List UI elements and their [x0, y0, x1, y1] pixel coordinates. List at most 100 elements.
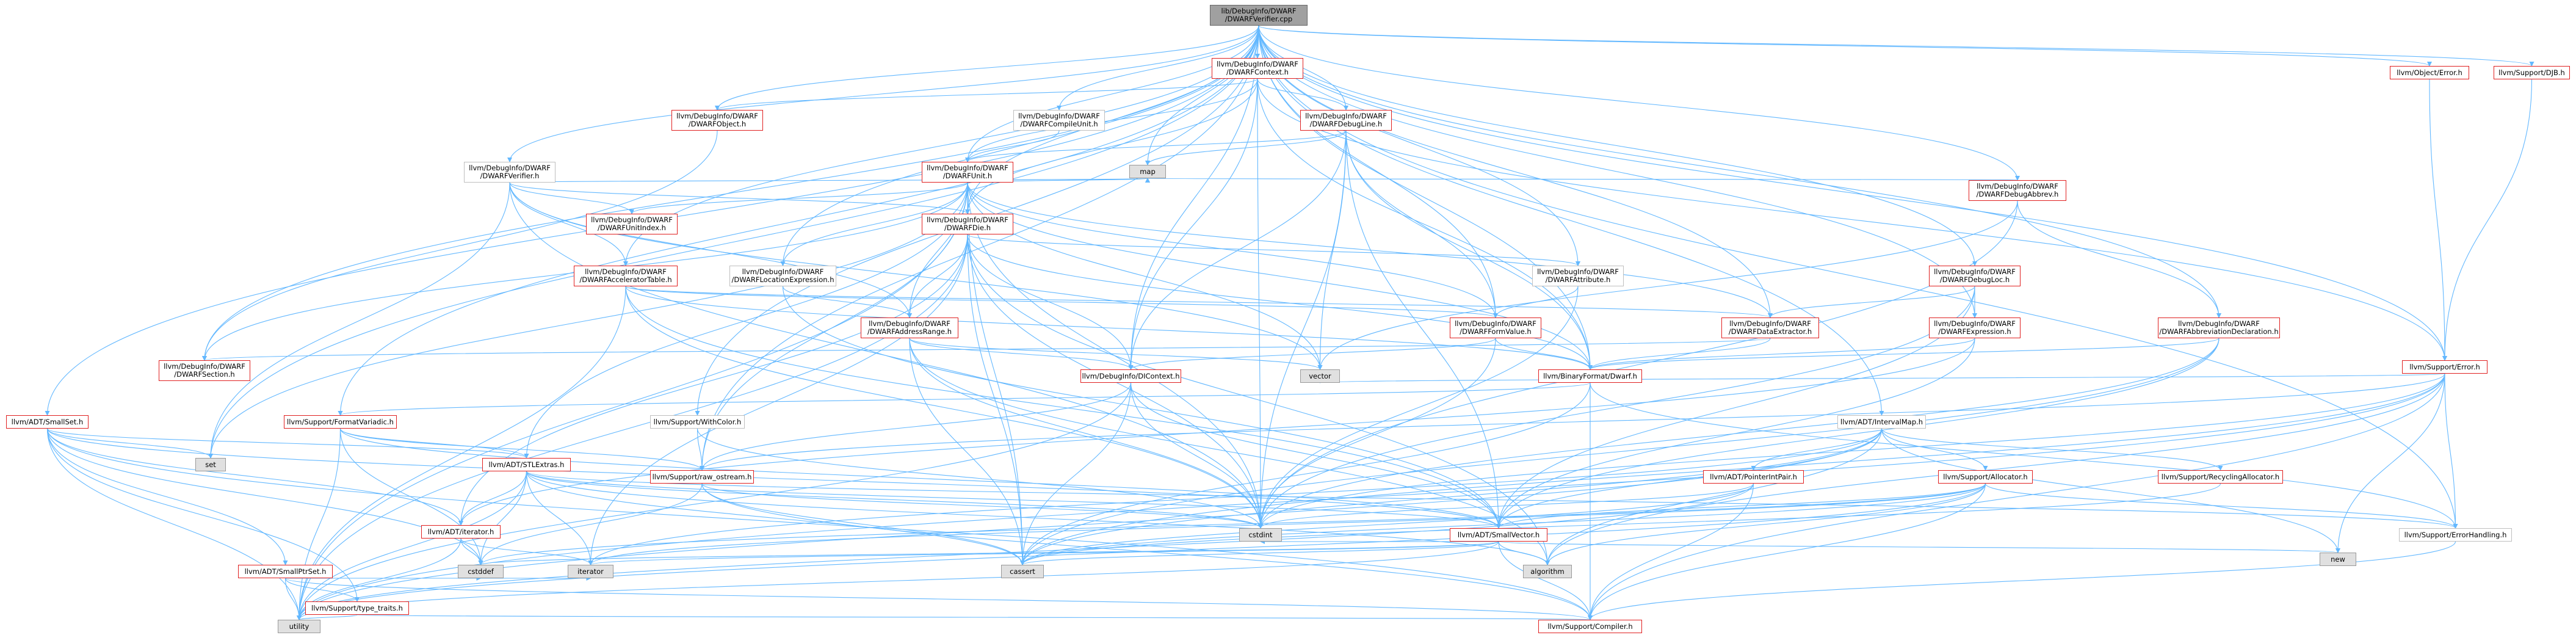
graph-node-dwarfcompileunit-h[interactable]: llvm/DebugInfo/DWARF /DWARFCompileUnit.h: [1013, 110, 1105, 131]
dependency-edge-root-to-std_set: [208, 25, 1259, 459]
dependency-edge-dwarf_context-to-dwarf_object: [715, 78, 1258, 111]
dependency-edge-dwarf_unit-to-dwarf_unitindex: [629, 182, 968, 214]
graph-node-dwarfformvalue-h[interactable]: llvm/DebugInfo/DWARF /DWARFFormValue.h: [1450, 318, 1541, 338]
dependency-edge-dwarf_debugabbrev-to-std_vector: [1317, 200, 2018, 370]
dependency-edge-dwarf_debugline-to-std_vector: [1317, 130, 1347, 370]
graph-node-dwarfunitindex-h[interactable]: llvm/DebugInfo/DWARF /DWARFUnitIndex.h: [586, 214, 678, 234]
dependency-edge-support_formatvariadic-to-support_raw_ostream: [339, 428, 704, 471]
graph-node-support-djb-h[interactable]: llvm/Support/DJB.h: [2494, 66, 2570, 79]
dependency-edge-adt_stlextras-to-std_cstdint: [526, 471, 1263, 529]
graph-node-dwarfobject-h[interactable]: llvm/DebugInfo/DWARF /DWARFObject.h: [671, 110, 763, 131]
graph-node-dwarfaddressrange-h[interactable]: llvm/DebugInfo/DWARF /DWARFAddressRange.…: [861, 318, 958, 338]
dependency-edge-adt_intervalmap-to-adt_pointerintpair: [1751, 428, 1883, 471]
dependency-edge-adt_intervalmap-to-std_new: [1881, 428, 2340, 553]
graph-node-std-utility[interactable]: utility: [278, 620, 320, 633]
graph-node-support-error-h[interactable]: llvm/Support/Error.h: [2402, 360, 2487, 374]
dependency-edge-dwarf_context-to-dwarf_unit: [965, 78, 1258, 162]
graph-node-dwarfdataextractor-h[interactable]: llvm/DebugInfo/DWARF /DWARFDataExtractor…: [1721, 318, 1819, 338]
graph-node-std-vector[interactable]: vector: [1300, 369, 1340, 383]
graph-node-support-recyclingallocator-h[interactable]: llvm/Support/RecyclingAllocator.h: [2158, 470, 2283, 484]
dependency-edge-dwarf_context-to-dicontext: [1128, 78, 1258, 370]
graph-node-dwarfexpression-h[interactable]: llvm/DebugInfo/DWARF /DWARFExpression.h: [1929, 318, 2021, 338]
dependency-edge-dwarf_die-to-std_iterator: [588, 234, 968, 565]
graph-node-dwarfacceleratortable-h[interactable]: llvm/DebugInfo/DWARF /DWARFAcceleratorTa…: [574, 266, 678, 286]
graph-node-dwarflocationexpression-h[interactable]: llvm/DebugInfo/DWARF /DWARFLocationExpre…: [729, 266, 836, 286]
dependency-edge-adt_iterator-to-std_iterator: [460, 538, 593, 565]
graph-node-dwarfcontext-h[interactable]: llvm/DebugInfo/DWARF /DWARFContext.h: [1212, 58, 1303, 79]
graph-node-object-error-h[interactable]: llvm/Object/Error.h: [2390, 66, 2469, 79]
graph-node-adt-smallset-h[interactable]: llvm/ADT/SmallSet.h: [6, 415, 89, 429]
dependency-edge-root-to-support_errorhandling: [1258, 25, 2458, 529]
graph-node-support-compiler-h[interactable]: llvm/Support/Compiler.h: [1538, 620, 1642, 633]
dependency-edge-adt_stlextras-to-std_utility: [297, 471, 527, 620]
graph-node-support-errorhandling-h[interactable]: llvm/Support/ErrorHandling.h: [2399, 528, 2512, 542]
graph-node-std-iterator[interactable]: iterator: [568, 565, 613, 578]
graph-node-adt-intervalmap-h[interactable]: llvm/ADT/IntervalMap.h: [1837, 415, 1926, 429]
graph-node-dwarfabbreviationdeclaration-h[interactable]: llvm/DebugInfo/DWARF /DWARFAbbreviationD…: [2158, 318, 2280, 338]
dependency-edge-adt_smallptrset-to-support_type_traits: [284, 578, 360, 602]
dependency-edge-root-to-dwarf_attribute: [1258, 25, 1580, 266]
graph-node-support-type-traits-h[interactable]: llvm/Support/type_traits.h: [305, 601, 409, 615]
graph-node-dwarfverifier-cpp[interactable]: lib/DebugInfo/DWARF /DWARFVerifier.cpp: [1210, 5, 1308, 26]
dependency-edge-support_allocator-to-support_compiler: [1588, 483, 1986, 620]
dependency-edge-support_error-to-std_utility: [297, 373, 2445, 620]
dependency-edge-dwarf_debugloc-to-dwarf_dataextractor: [1768, 286, 1975, 318]
graph-node-dwarfdebugabbrev-h[interactable]: llvm/DebugInfo/DWARF /DWARFDebugAbbrev.h: [1969, 180, 2066, 201]
graph-node-dicontext-h[interactable]: llvm/DebugInfo/DIContext.h: [1080, 369, 1181, 383]
graph-node-std-cassert[interactable]: cassert: [1001, 565, 1044, 578]
dependency-edge-dwarf_compileunit-to-dwarf_unit: [965, 130, 1060, 162]
graph-node-adt-smallptrset-h[interactable]: llvm/ADT/SmallPtrSet.h: [238, 565, 333, 578]
dependency-edge-adt_smallvector-to-std_algorithm: [1498, 541, 1550, 565]
dependency-edge-root-to-std_map: [1145, 25, 1259, 165]
dependency-edge-support_formatvariadic-to-std_cstddef: [339, 428, 483, 565]
dependency-edge-dicontext-to-adt_smallvector: [1130, 382, 1501, 529]
graph-node-dwarfdie-h[interactable]: llvm/DebugInfo/DWARF /DWARFDie.h: [922, 214, 1013, 234]
graph-node-dwarfdebugloc-h[interactable]: llvm/DebugInfo/DWARF /DWARFDebugLoc.h: [1929, 266, 2021, 286]
graph-node-adt-smallvector-h[interactable]: llvm/ADT/SmallVector.h: [1450, 528, 1547, 542]
graph-node-dwarfdebugline-h[interactable]: llvm/DebugInfo/DWARF /DWARFDebugLine.h: [1300, 110, 1392, 131]
dependency-edge-adt_smallset-to-support_compiler: [46, 428, 1593, 620]
dependency-edge-support_error-to-std_algorithm: [1545, 373, 2445, 565]
dependency-edge-dwarf_addrrange-to-std_vector: [909, 338, 1323, 370]
graph-node-adt-pointerintpair-h[interactable]: llvm/ADT/PointerIntPair.h: [1703, 470, 1804, 484]
dependency-edge-support_errorhandling-to-support_compiler: [1588, 541, 2456, 620]
dependency-edge-root-to-dwarf_object: [715, 25, 1259, 111]
dependency-edge-dwarf_die-to-std_utility: [297, 234, 968, 620]
dependency-edge-adt_intervalmap-to-std_utility: [297, 428, 1883, 620]
dependency-edge-dwarf_addrrange-to-std_cassert: [909, 338, 1025, 565]
dependency-edge-dwarf_locexpr-to-dwarf_addrrange: [782, 286, 912, 318]
graph-node-binaryformat-dwarf-h[interactable]: llvm/BinaryFormat/Dwarf.h: [1538, 369, 1642, 383]
dependency-edge-dwarf_abbrevdecl-to-std_cassert: [1020, 338, 2220, 565]
graph-node-dwarfverifier-h[interactable]: llvm/DebugInfo/DWARF /DWARFVerifier.h: [464, 162, 555, 183]
graph-node-std-set[interactable]: set: [195, 458, 226, 471]
graph-node-std-new[interactable]: new: [2320, 553, 2356, 566]
graph-node-adt-stlextras-h[interactable]: llvm/ADT/STLExtras.h: [482, 458, 571, 471]
dependency-edge-dwarf_debugline-to-dwarf_formvalue: [1345, 130, 1498, 318]
graph-node-std-map[interactable]: map: [1129, 165, 1166, 178]
graph-node-dwarfattribute-h[interactable]: llvm/DebugInfo/DWARF /DWARFAttribute.h: [1532, 266, 1624, 286]
graph-node-support-withcolor-h[interactable]: llvm/Support/WithColor.h: [650, 415, 745, 429]
dependency-edge-dwarf_context-to-dwarf_die: [965, 78, 1258, 214]
graph-node-support-allocator-h[interactable]: llvm/Support/Allocator.h: [1938, 470, 2033, 484]
dependency-edge-dwarf_abbrevdecl-to-std_cstdint: [1258, 338, 2220, 529]
graph-node-support-formatvariadic-h[interactable]: llvm/Support/FormatVariadic.h: [284, 415, 397, 429]
graph-node-std-algorithm[interactable]: algorithm: [1523, 565, 1572, 578]
graph-node-dwarfunit-h[interactable]: llvm/DebugInfo/DWARF /DWARFUnit.h: [922, 162, 1013, 183]
graph-node-support-raw-ostream-h[interactable]: llvm/Support/raw_ostream.h: [650, 470, 754, 484]
dependency-edge-root-to-dwarf_section: [202, 25, 1259, 361]
dependency-edge-dwarf_abbrevdecl-to-adt_smallvector: [1496, 338, 2220, 529]
dependency-edge-dwarf_die-to-std_cassert: [967, 234, 1025, 565]
dependency-edge-dwarf_expression-to-adt_iterator: [458, 338, 1975, 526]
graph-node-std-cstdint[interactable]: cstdint: [1239, 528, 1282, 542]
dependency-edge-adt_stlextras-to-std_iterator: [526, 471, 593, 565]
dependency-edge-adt_smallset-to-std_cstddef: [46, 428, 483, 565]
graph-node-std-cstddef[interactable]: cstddef: [458, 565, 504, 578]
dependency-edge-adt_intervalmap-to-std_iterator: [588, 428, 1883, 565]
graph-node-adt-iterator-h[interactable]: llvm/ADT/iterator.h: [421, 525, 501, 539]
dependency-edge-adt_smallptrset-to-support_compiler: [284, 578, 1593, 620]
dependency-edge-support_recyclingallocator-to-std_cassert: [1020, 483, 2221, 565]
dependency-edge-adt_pointerintpair-to-std_cstdint: [1258, 483, 1754, 529]
graph-node-dwarfsection-h[interactable]: llvm/DebugInfo/DWARF /DWARFSection.h: [159, 360, 250, 381]
